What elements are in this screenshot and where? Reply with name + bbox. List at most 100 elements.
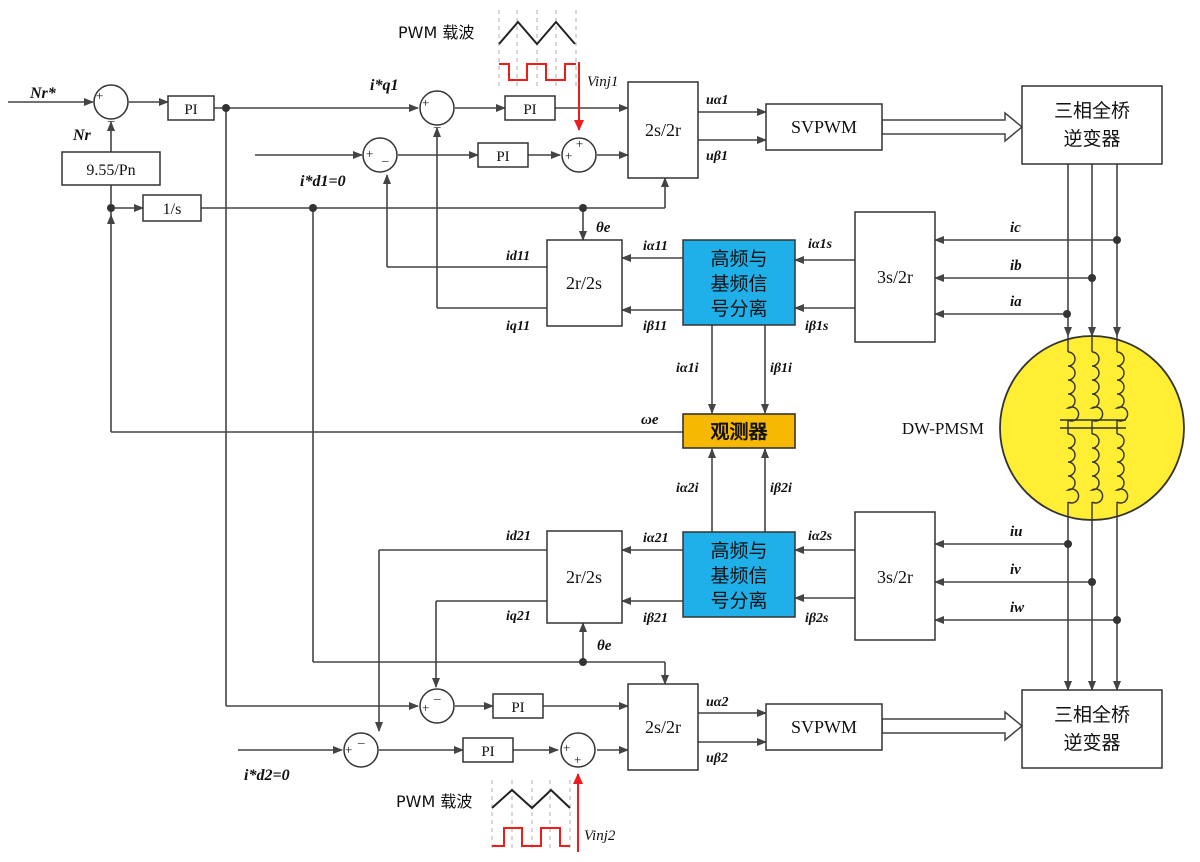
svg-text:PWM 载波: PWM 载波	[398, 23, 474, 42]
pi-block: PI	[462, 737, 514, 763]
park-transform-block-2: 2s/2r	[627, 683, 699, 771]
svg-text:PI: PI	[523, 102, 536, 118]
summing-junction: +_	[419, 686, 455, 724]
svg-text:_: _	[381, 148, 389, 163]
label-iv: iv	[1010, 562, 1021, 578]
clarke-transform-block-1: 3s/2r	[854, 211, 936, 343]
label-iu: iu	[1010, 524, 1023, 540]
svg-text:SVPWM: SVPWM	[791, 117, 857, 137]
pi-block: PI	[167, 95, 215, 121]
svg-text:+: +	[574, 752, 581, 767]
integrator-block: 1/s	[142, 194, 202, 222]
clarke-transform-block-2: 3s/2r	[854, 511, 936, 641]
svg-text:逆变器: 逆变器	[1063, 128, 1120, 150]
label-u-beta2: uβ2	[706, 751, 728, 766]
svg-text:+: +	[576, 136, 583, 151]
summing-junction: +_	[343, 730, 379, 768]
label-i-alpha1s: iα1s	[808, 237, 833, 252]
svg-text:号分离: 号分离	[710, 298, 767, 320]
svg-text:3s/2r: 3s/2r	[877, 267, 913, 287]
label-i-alpha2s: iα2s	[808, 529, 833, 544]
label-ib: ib	[1010, 258, 1022, 274]
park-transform-block-1: 2s/2r	[627, 81, 699, 179]
svg-text:PI: PI	[496, 149, 509, 165]
label-i-beta21: iβ21	[643, 611, 668, 626]
signal-separator-block-1: 高频与 基频信 号分离	[682, 239, 796, 326]
svpwm-block-1: SVPWM	[765, 103, 883, 151]
svg-text:逆变器: 逆变器	[1063, 732, 1120, 754]
svg-text:PI: PI	[184, 102, 197, 118]
label-i-alpha1i: iα1i	[676, 361, 699, 376]
label-iq1-ref: i*q1	[370, 77, 398, 94]
svg-text:+: +	[422, 700, 429, 715]
observer-block: 观测器	[682, 413, 796, 449]
label-iq11: iq11	[506, 319, 530, 334]
label-ic: ic	[1010, 220, 1021, 236]
pi-block: PI	[504, 95, 556, 121]
signal-separator-block-2: 高频与 基频信 号分离	[682, 531, 796, 618]
svg-text:号分离: 号分离	[710, 590, 767, 612]
svg-text:PWM 载波: PWM 载波	[396, 792, 472, 811]
label-id21: id21	[506, 529, 531, 544]
svg-text:Vinj2: Vinj2	[584, 828, 616, 844]
pwm-carrier-top: PWM 载波 Vinj1	[398, 10, 618, 131]
svg-text:+: +	[96, 88, 103, 103]
svg-text:DW-PMSM: DW-PMSM	[902, 419, 984, 438]
svg-text:+: +	[422, 95, 429, 110]
label-u-beta1: uβ1	[706, 149, 728, 164]
svg-text:三相全桥: 三相全桥	[1054, 100, 1130, 122]
svg-text:_: _	[433, 686, 441, 701]
inverse-park-block-1: 2r/2s	[546, 239, 623, 327]
summing-junction: +_	[419, 90, 455, 129]
svg-text:三相全桥: 三相全桥	[1054, 704, 1130, 726]
svg-text:观测器: 观测器	[710, 421, 768, 443]
junction-dots	[107, 104, 1121, 666]
motor-dw-pmsm: DW-PMSM	[902, 335, 1185, 521]
label-i-alpha11: iα11	[643, 239, 668, 254]
summing-junction: ++	[560, 732, 596, 768]
svg-text:2s/2r: 2s/2r	[645, 120, 681, 140]
svg-text:SVPWM: SVPWM	[791, 717, 857, 737]
svg-text:+: +	[366, 146, 373, 161]
svg-text:高频与: 高频与	[710, 248, 767, 270]
label-id2-ref: i*d2=0	[244, 767, 290, 784]
svg-text:Vinj1: Vinj1	[587, 74, 618, 90]
label-iw: iw	[1010, 600, 1025, 616]
label-id11: id11	[506, 249, 530, 264]
label-ia: ia	[1010, 294, 1022, 310]
svg-text:_: _	[433, 114, 441, 129]
svg-text:+: +	[563, 740, 570, 755]
svg-text:PI: PI	[511, 700, 524, 716]
svg-text:2r/2s: 2r/2s	[566, 567, 602, 587]
label-theta-e-2: θe	[597, 638, 612, 654]
svg-text:_: _	[357, 730, 365, 745]
label-u-alpha2: uα2	[706, 695, 729, 710]
svg-text:3s/2r: 3s/2r	[877, 567, 913, 587]
svg-text:_: _	[107, 108, 115, 123]
label-id1-ref: i*d1=0	[300, 173, 346, 190]
pwm-carrier-bottom: PWM 载波 Vinj2	[396, 773, 616, 852]
lower-wires	[225, 108, 1121, 754]
label-i-alpha21: iα21	[643, 531, 669, 546]
svg-text:2s/2r: 2s/2r	[645, 717, 681, 737]
label-i-beta1s: iβ1s	[805, 319, 829, 334]
power-arrows	[881, 111, 1024, 742]
svg-text:2r/2s: 2r/2s	[566, 273, 602, 293]
label-omega-e: ωe	[641, 412, 659, 428]
label-u-alpha1: uα1	[706, 93, 729, 108]
inverse-park-block-2: 2r/2s	[546, 530, 623, 624]
svg-text:1/s: 1/s	[163, 201, 182, 218]
label-i-beta2s: iβ2s	[805, 611, 829, 626]
svg-text:+: +	[345, 742, 352, 757]
gain-block: 9.55/Pn	[61, 151, 161, 186]
pi-block: PI	[492, 693, 544, 719]
inverter-block-2: 三相全桥 逆变器	[1021, 689, 1163, 769]
svg-text:高频与: 高频与	[710, 540, 767, 562]
svg-text:9.55/Pn: 9.55/Pn	[86, 162, 135, 179]
inverter-block-1: 三相全桥 逆变器	[1021, 85, 1163, 165]
label-i-beta11: iβ11	[643, 319, 667, 334]
signal-labels: Nr* Nr i*q1 i*d1=0 i*d2=0 uα1 uβ1 uα2 uβ…	[29, 77, 1025, 784]
pi-block: PI	[477, 142, 529, 168]
